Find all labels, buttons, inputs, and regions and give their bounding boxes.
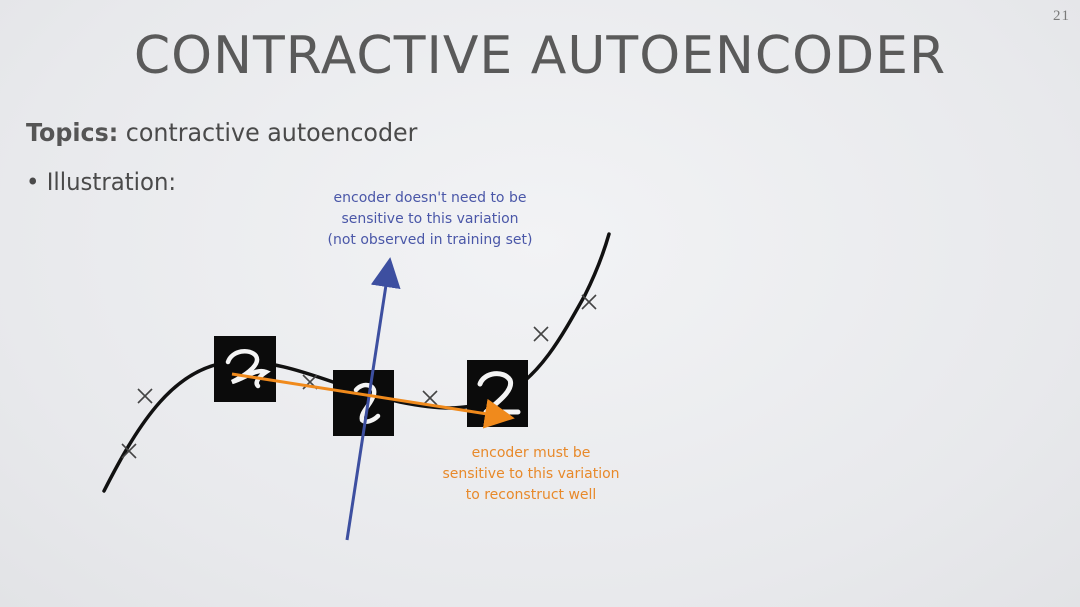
topics-label: Topics: [26, 118, 119, 147]
page-number: 21 [1053, 8, 1070, 24]
x-marker-icon [137, 388, 153, 404]
topics-text: contractive autoencoder [125, 118, 418, 147]
topics-line: Topics: contractive autoencoder [26, 118, 417, 147]
x-marker-icon [422, 390, 438, 406]
digit-2-image [214, 336, 276, 402]
blue-arrow [345, 257, 401, 541]
blue-annotation-line: encoder doesn't need to be [333, 190, 527, 206]
bullet-illustration: • Illustration: [26, 168, 176, 196]
blue-annotation-line: (not observed in training set) [327, 232, 533, 248]
orange-arrow [231, 372, 515, 429]
blue-annotation: encoder doesn't need to be sensitive to … [300, 188, 560, 251]
x-marker-icon [581, 294, 597, 310]
x-marker-icon [533, 326, 549, 342]
orange-annotation-line: sensitive to this variation [442, 466, 620, 482]
manifold-curve [102, 232, 611, 493]
blue-annotation-line: sensitive to this variation [341, 211, 519, 227]
digit-2-image [467, 360, 528, 427]
orange-annotation-line: to reconstruct well [465, 487, 597, 503]
orange-annotation: encoder must be sensitive to this variat… [420, 443, 642, 506]
bullet-dot-icon: • [26, 168, 47, 196]
bullet-text: Illustration: [46, 168, 177, 196]
slide-title: CONTRACTIVE AUTOENCODER [133, 26, 947, 86]
x-marker-icon [121, 443, 137, 459]
orange-annotation-line: encoder must be [471, 445, 591, 461]
